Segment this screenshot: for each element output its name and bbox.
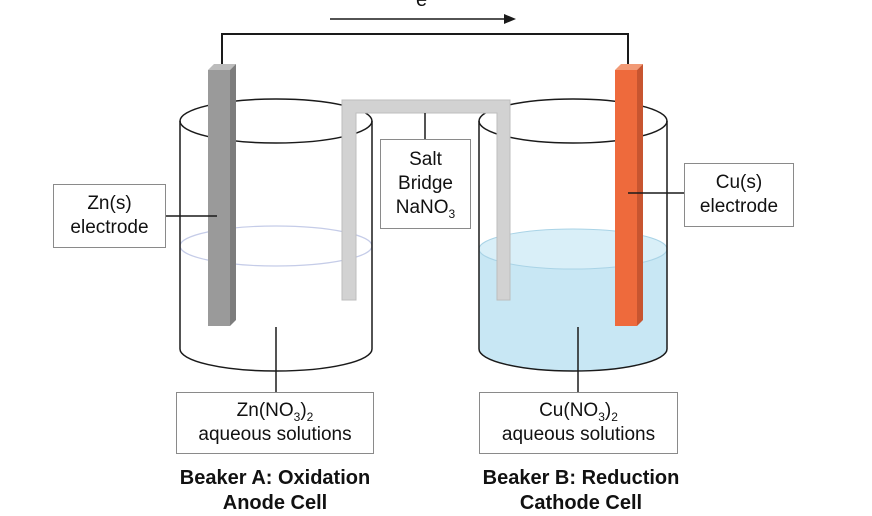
copper-electrode-label-line1: Cu(s) (715, 172, 763, 193)
beaker-a-caption: Beaker A: Oxidation Anode Cell (140, 466, 410, 516)
salt-bridge-label-line3: NaNO3 (395, 197, 456, 221)
electron-flow-arrowhead (504, 14, 516, 24)
beaker-b-caption-line2: Cathode Cell (519, 492, 643, 514)
copper-electrode-label: Cu(s) electrode (684, 163, 794, 227)
zinc-electrode (208, 64, 236, 326)
salt-bridge-label: Salt Bridge NaNO3 (380, 139, 471, 229)
beaker-a-caption-line1: Beaker A: Oxidation (179, 467, 371, 489)
beaker-a-caption-line2: Anode Cell (222, 492, 328, 514)
zinc-electrode-label-line1: Zn(s) (87, 193, 132, 214)
solution-a-label-line2: aqueous solutions (198, 424, 352, 445)
electron-label: e (416, 0, 428, 11)
salt-bridge-label-line1: Salt (409, 149, 442, 170)
solution-a-formula: Zn(NO3)2 (236, 400, 314, 424)
solution-b-formula: Cu(NO3)2 (539, 400, 618, 424)
zinc-electrode-label-line2: electrode (70, 217, 149, 238)
beaker-b-caption: Beaker B: Reduction Cathode Cell (446, 466, 716, 516)
salt-bridge (341, 99, 511, 301)
leader-lines (166, 113, 684, 392)
beaker-b-caption-line1: Beaker B: Reduction (482, 467, 680, 489)
solution-a-label: Zn(NO3)2 aqueous solutions (176, 392, 374, 454)
solution-b-label: Cu(NO3)2 aqueous solutions (479, 392, 678, 454)
copper-electrode-label-line2: electrode (699, 196, 779, 217)
beaker-b-walls (478, 121, 668, 372)
solution-b-label-line2: aqueous solutions (501, 424, 656, 445)
zinc-electrode-label: Zn(s) electrode (53, 184, 166, 248)
salt-bridge-label-line2: Bridge (398, 173, 453, 194)
external-wire (221, 33, 629, 66)
copper-electrode (615, 64, 643, 326)
